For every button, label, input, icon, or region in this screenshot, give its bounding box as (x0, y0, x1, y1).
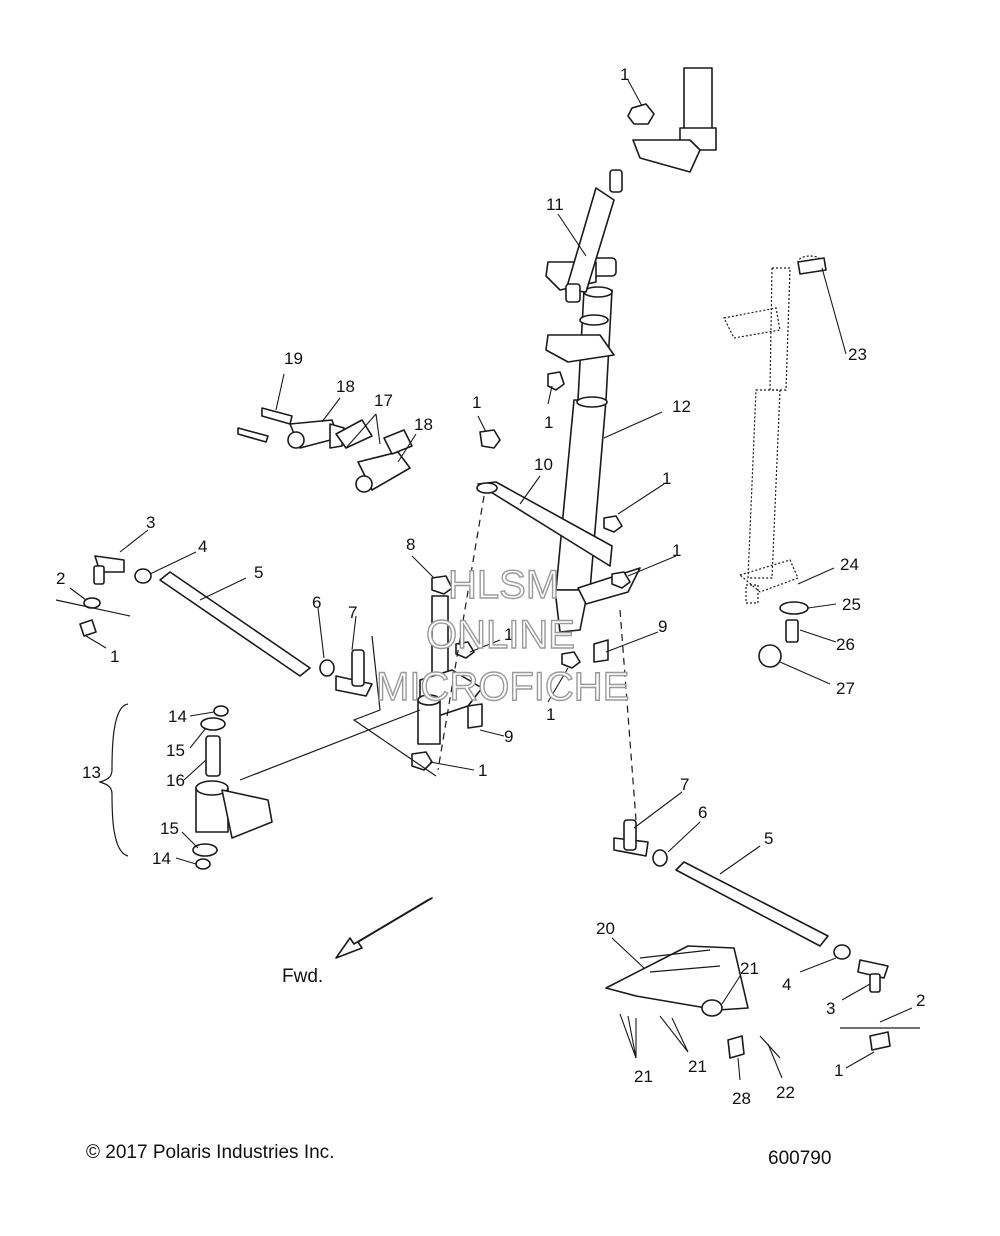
callout-13: 13 (82, 763, 101, 782)
callout-18: 18 (336, 377, 355, 396)
callout-18: 18 (414, 415, 433, 434)
callout-28: 28 (732, 1089, 751, 1108)
right-tie-rod-part-5 (613, 819, 891, 1051)
callout-21: 21 (740, 959, 759, 978)
callout-7: 7 (680, 775, 689, 794)
callout-2: 2 (916, 991, 925, 1010)
callout-7: 7 (348, 603, 357, 622)
callout-26: 26 (836, 635, 855, 654)
callout-9: 9 (504, 727, 513, 746)
callout-3: 3 (146, 513, 155, 532)
callout-1: 1 (472, 393, 481, 412)
callout-25: 25 (842, 595, 861, 614)
column-detail-parts-23-27 (723, 255, 827, 668)
callout-20: 20 (596, 919, 615, 938)
callout-14: 14 (168, 707, 187, 726)
skid-plate-part-20 (605, 945, 781, 1059)
callout-9: 9 (658, 617, 667, 636)
callout-1: 1 (478, 761, 487, 780)
callout-21: 21 (634, 1067, 653, 1086)
callout-6: 6 (698, 803, 707, 822)
callout-4: 4 (782, 975, 791, 994)
callout-22: 22 (776, 1083, 795, 1102)
callout-11: 11 (546, 195, 564, 214)
hardware-nuts-bolts (411, 103, 655, 771)
forward-label: Fwd. (282, 966, 323, 987)
callout-3: 3 (826, 999, 835, 1018)
assembly-bracket-13 (98, 703, 129, 857)
callout-24: 24 (840, 555, 859, 574)
callout-4: 4 (198, 537, 207, 556)
watermark: HLSM ONLINE MICROFICHE (375, 562, 630, 709)
idler-bracket-part-13 (192, 705, 273, 870)
watermark-line-2: ONLINE (426, 613, 575, 657)
assembly-centerlines (55, 495, 920, 1029)
callout-1: 1 (544, 413, 553, 432)
callout-1: 1 (672, 541, 681, 560)
diagram-number: 600790 (768, 1148, 832, 1169)
callout-1: 1 (620, 65, 629, 84)
callout-21: 21 (688, 1057, 707, 1076)
callout-1: 1 (546, 705, 555, 724)
callout-numbers: 1 11 12 1 1 10 1 1 19 18 17 18 3 4 5 2 1… (56, 65, 925, 1108)
callout-12: 12 (672, 397, 691, 416)
copyright-notice: © 2017 Polaris Industries Inc. (86, 1142, 335, 1163)
upper-link-part-11 (565, 169, 623, 303)
drag-link-part-10 (476, 481, 613, 567)
callout-6: 6 (312, 593, 321, 612)
callout-15: 15 (166, 741, 185, 760)
clamp-assembly-parts-17-19 (237, 407, 413, 493)
callout-15: 15 (160, 819, 179, 838)
callout-27: 27 (836, 679, 855, 698)
callout-2: 2 (56, 569, 65, 588)
callout-1: 1 (504, 625, 513, 644)
callout-14: 14 (152, 849, 171, 868)
forward-arrow-icon (335, 897, 433, 959)
left-tie-rod-part-5 (79, 555, 373, 697)
callout-8: 8 (406, 535, 415, 554)
watermark-line-3: MICROFICHE (376, 665, 629, 709)
watermark-line-1: HLSM (448, 563, 559, 607)
steering-column-part-12 (545, 67, 717, 633)
callout-1: 1 (110, 647, 119, 666)
idler-arm-assembly (417, 595, 483, 745)
callout-1: 1 (662, 469, 671, 488)
callout-5: 5 (254, 563, 263, 582)
callout-17: 17 (374, 391, 393, 410)
callout-5: 5 (764, 829, 773, 848)
callout-19: 19 (284, 349, 303, 368)
callout-1: 1 (834, 1061, 843, 1080)
callout-23: 23 (848, 345, 867, 364)
callout-10: 10 (534, 455, 553, 474)
callout-16: 16 (166, 771, 185, 790)
callout-leader-lines (69, 79, 913, 1081)
